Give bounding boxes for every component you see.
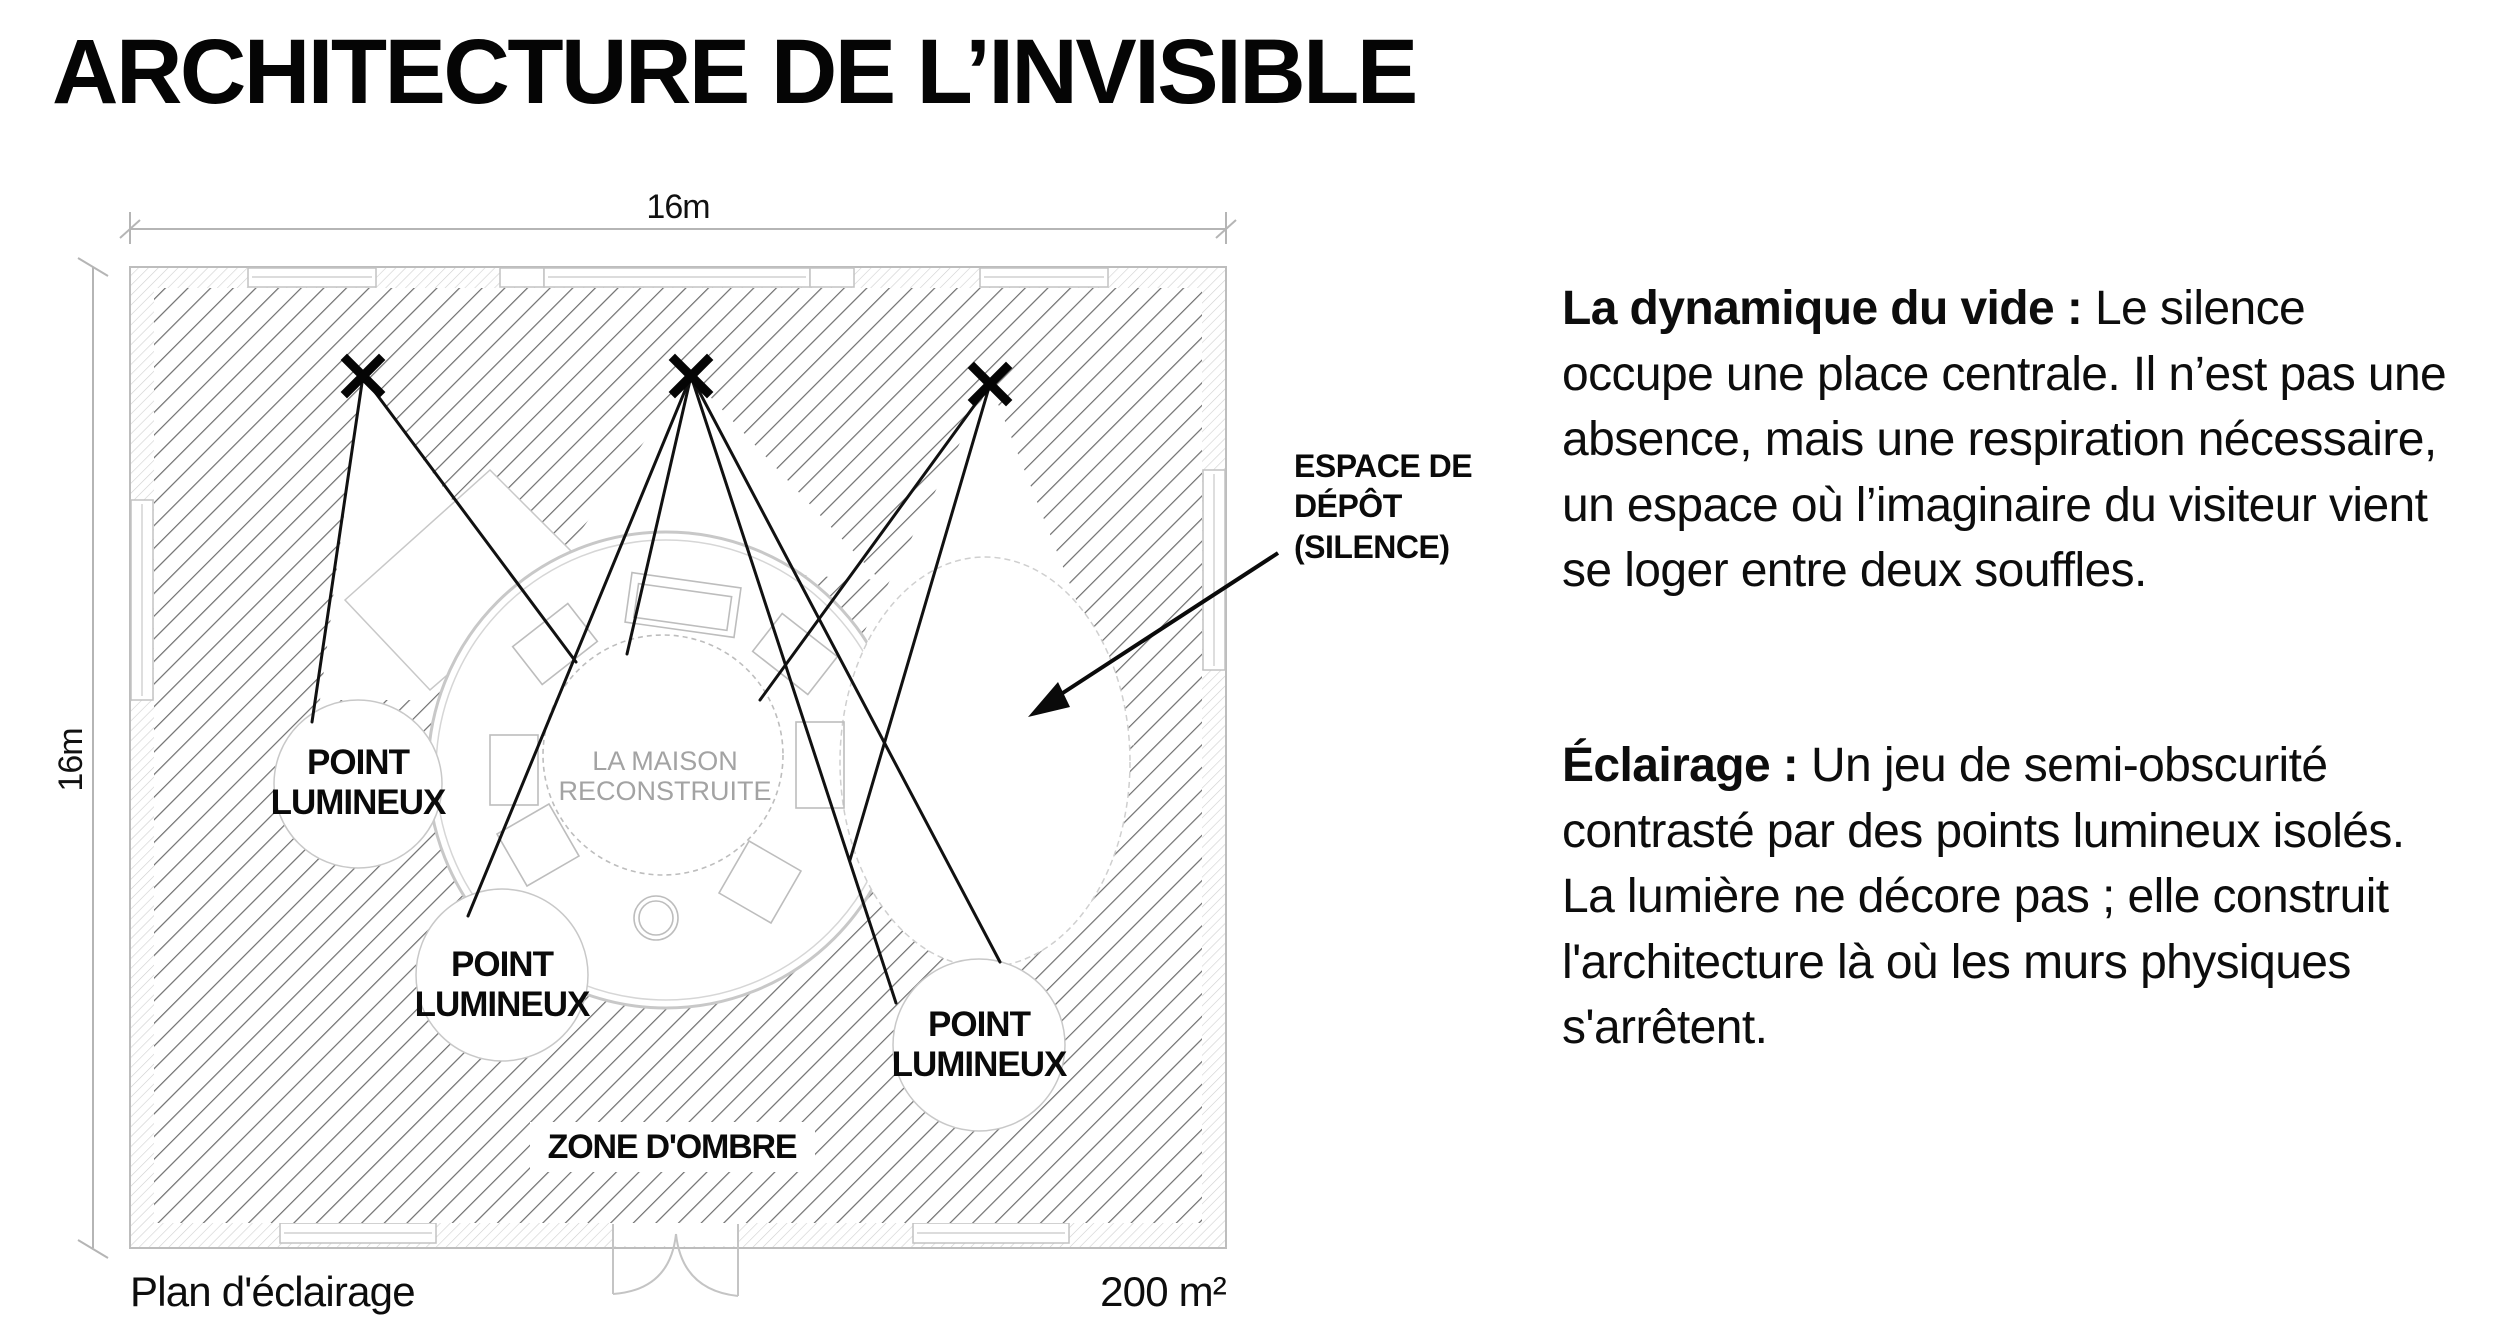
light-beams bbox=[310, 374, 1002, 1005]
svg-text:POINT: POINT bbox=[307, 743, 410, 782]
dimension-lines bbox=[77, 212, 1237, 1259]
description-paragraph-lighting: Éclairage : Un jeu de semi-obscurité con… bbox=[1562, 733, 2462, 1061]
svg-text:ESPACE DE: ESPACE DE bbox=[1294, 448, 1472, 484]
light-source-x-icon bbox=[967, 361, 1013, 407]
width-dimension-label: 16m bbox=[646, 188, 709, 226]
light-point-3: POINT LUMINEUX bbox=[892, 1005, 1069, 1084]
light-point-1: POINT LUMINEUX bbox=[271, 743, 448, 822]
svg-text:LUMINEUX: LUMINEUX bbox=[415, 985, 591, 1024]
light-source-x-icon bbox=[340, 353, 386, 399]
height-dimension-label: 16m bbox=[52, 728, 90, 791]
center-label-line2: RECONSTRUITE bbox=[558, 776, 771, 806]
light-source-x-icon bbox=[668, 353, 714, 399]
paragraph-body: Le silence occupe une place centrale. Il… bbox=[1562, 282, 2447, 597]
light-point-2: POINT LUMINEUX bbox=[415, 945, 592, 1024]
paragraph-lead: La dynamique du vide : bbox=[1562, 282, 2083, 335]
deposit-annotation: ESPACE DE DÉPÔT (SILENCE) bbox=[1028, 448, 1473, 717]
center-house-circle bbox=[542, 634, 784, 876]
area-label: 200 m² bbox=[1100, 1268, 1227, 1315]
svg-text:ZONE D'OMBRE: ZONE D'OMBRE bbox=[548, 1128, 797, 1166]
svg-text:(SILENCE): (SILENCE) bbox=[1294, 529, 1450, 565]
center-label-line1: LA MAISON bbox=[592, 746, 738, 776]
paragraph-lead: Éclairage : bbox=[1562, 739, 1799, 792]
shadow-zone-label: ZONE D'OMBRE bbox=[530, 1122, 815, 1172]
arrow-head-icon bbox=[1028, 682, 1070, 717]
description-paragraph-void: La dynamique du vide : Le silence occupe… bbox=[1562, 276, 2462, 604]
svg-text:POINT: POINT bbox=[928, 1005, 1031, 1044]
plan-caption: Plan d'éclairage bbox=[130, 1268, 416, 1315]
page-title: ARCHITECTURE DE L’INVISIBLE bbox=[52, 21, 1418, 123]
svg-text:DÉPÔT: DÉPÔT bbox=[1294, 488, 1403, 524]
svg-text:LUMINEUX: LUMINEUX bbox=[271, 783, 447, 822]
svg-text:POINT: POINT bbox=[451, 945, 554, 984]
svg-text:LUMINEUX: LUMINEUX bbox=[892, 1045, 1068, 1084]
entrance-door bbox=[612, 1224, 739, 1297]
paragraph-body: Un jeu de semi-obscurité contrasté par d… bbox=[1562, 739, 2405, 1054]
